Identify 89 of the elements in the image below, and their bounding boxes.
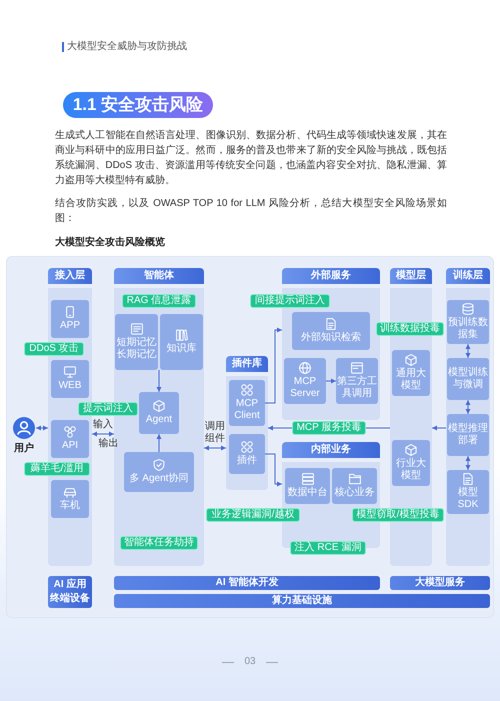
component-card xyxy=(447,358,489,400)
connector-arrow xyxy=(204,446,226,450)
connector-arrow xyxy=(326,378,336,384)
layer-header: 接入层 xyxy=(54,268,86,283)
component-label: 行业大模型 xyxy=(395,458,427,482)
component-label: MCP Server xyxy=(289,376,321,400)
connector-arrow xyxy=(466,344,470,358)
component-label: 多 Agent协同 xyxy=(130,473,188,485)
layer-bar: 大模型服务 xyxy=(390,576,490,590)
component-card xyxy=(447,414,489,456)
component-label: MCP Client xyxy=(233,398,261,422)
component-card xyxy=(160,314,203,370)
component-label: 第三方工具调用 xyxy=(337,376,377,400)
layer-bar: AI 智能体开发 xyxy=(114,576,380,590)
component-card xyxy=(292,312,370,350)
component-label: 插件 xyxy=(237,455,257,467)
component-label: WEB xyxy=(58,380,82,392)
component-card xyxy=(229,434,265,474)
component-card xyxy=(392,440,430,486)
layer-panel xyxy=(446,268,490,566)
connector-arrow xyxy=(268,426,292,430)
output-caption: 输出 xyxy=(98,438,119,450)
connector-arrow xyxy=(264,328,282,404)
running-header: 大模型安全威胁与攻防挑战 xyxy=(67,41,188,53)
connector-arrow xyxy=(264,454,282,486)
layer-bar: 算力基础设施 xyxy=(114,594,490,608)
connector-arrow xyxy=(466,400,470,414)
component-label: 长期记忆 xyxy=(116,349,156,361)
component-card xyxy=(51,420,89,458)
risk-tag: RAG 信息泄露 xyxy=(122,294,196,308)
risk-tag: DDoS 攻击 xyxy=(24,342,84,356)
section-title: 1.1 安全攻击风险 xyxy=(63,92,213,118)
component-label: 短期记忆 xyxy=(116,337,156,348)
component-label: 车机 xyxy=(60,500,80,512)
risk-tag: MCP 服务投毒 xyxy=(292,421,366,435)
connector-arrow xyxy=(432,426,446,430)
component-card xyxy=(285,468,330,504)
body-paragraph: 生成式人工智能在自然语言处理、图像识别、数据分析、代码生成等领域快速发展，其在商业与科研中的应用日益广泛。然而，服务的普及也带来了新的安全风险与挑战，既包括系统漏洞、DDoS 攻击、资源滥用等传统安全问题，也涵盖内容安全对抗、隐私泄漏、算力盗用等大模型特有威胁。 xyxy=(55,128,447,188)
layer-bar: AI 应用终端设备 xyxy=(48,576,92,608)
risk-tag: 间接提示词注入 xyxy=(250,294,330,308)
figure-caption: 大模型安全攻击风险概览 xyxy=(55,236,166,250)
component-label: 模型推理部署 xyxy=(448,423,488,447)
risk-tag: 训练数据投毒 xyxy=(376,322,444,336)
component-card xyxy=(332,468,377,504)
layer-panel xyxy=(226,356,268,490)
component-label: 模型训练与微调 xyxy=(448,367,488,391)
component-label: 预训练数据集 xyxy=(448,317,488,341)
component-card xyxy=(447,300,489,344)
component-card xyxy=(392,350,430,396)
risk-tag: 智能体任务劫持 xyxy=(120,536,198,550)
layer-header: 训练层 xyxy=(452,268,484,283)
component-card xyxy=(139,392,179,434)
layer-header: 智能体 xyxy=(143,268,175,283)
connector-arrow xyxy=(92,432,114,436)
risk-tag: 注入 RCE 漏洞 xyxy=(290,541,366,555)
connector-arrow xyxy=(466,456,470,470)
layer-header: 插件库 xyxy=(230,356,263,371)
component-card xyxy=(336,358,378,404)
risk-tag: 模型窃取/模型投毒 xyxy=(352,508,444,522)
layer-header: 外部服务 xyxy=(310,268,352,283)
layer-header: 模型层 xyxy=(394,268,427,283)
page-number: 03 xyxy=(243,655,257,669)
connector-arrow xyxy=(156,434,162,452)
body-paragraph: 结合攻防实践，以及 OWASP TOP 10 for LLM 风险分析，总结大模型安全风险场景如图： xyxy=(55,196,447,226)
component-label: APP xyxy=(60,320,80,332)
component-card xyxy=(51,360,89,398)
component-card xyxy=(284,358,326,404)
component-label: API xyxy=(62,440,78,452)
component-card xyxy=(229,380,265,426)
component-card xyxy=(124,452,194,492)
edge-label: 输入 xyxy=(92,419,114,431)
user-label: 用户 xyxy=(14,443,34,455)
component-card xyxy=(447,470,489,514)
component-label: 模型 SDK xyxy=(456,487,480,511)
connector-arrow xyxy=(36,426,48,430)
layer-header: 内部业务 xyxy=(310,442,352,457)
component-label: 外部知识检索 xyxy=(301,332,361,344)
component-label: 知识库 xyxy=(166,343,196,355)
component-card xyxy=(51,300,89,338)
component-card xyxy=(115,314,158,370)
component-card xyxy=(51,480,89,518)
risk-tag: 薅羊毛/滥用 xyxy=(24,462,90,476)
component-label: 核心业务 xyxy=(334,487,374,499)
risk-tag: 业务逻辑漏洞/越权 xyxy=(206,508,300,522)
risk-tag: 提示词注入 xyxy=(78,402,138,416)
component-label: 数据中台 xyxy=(288,487,328,499)
component-label: 通用大模型 xyxy=(395,368,427,392)
component-label: Agent xyxy=(146,414,172,426)
edge-label: 调用组件 xyxy=(204,421,226,445)
